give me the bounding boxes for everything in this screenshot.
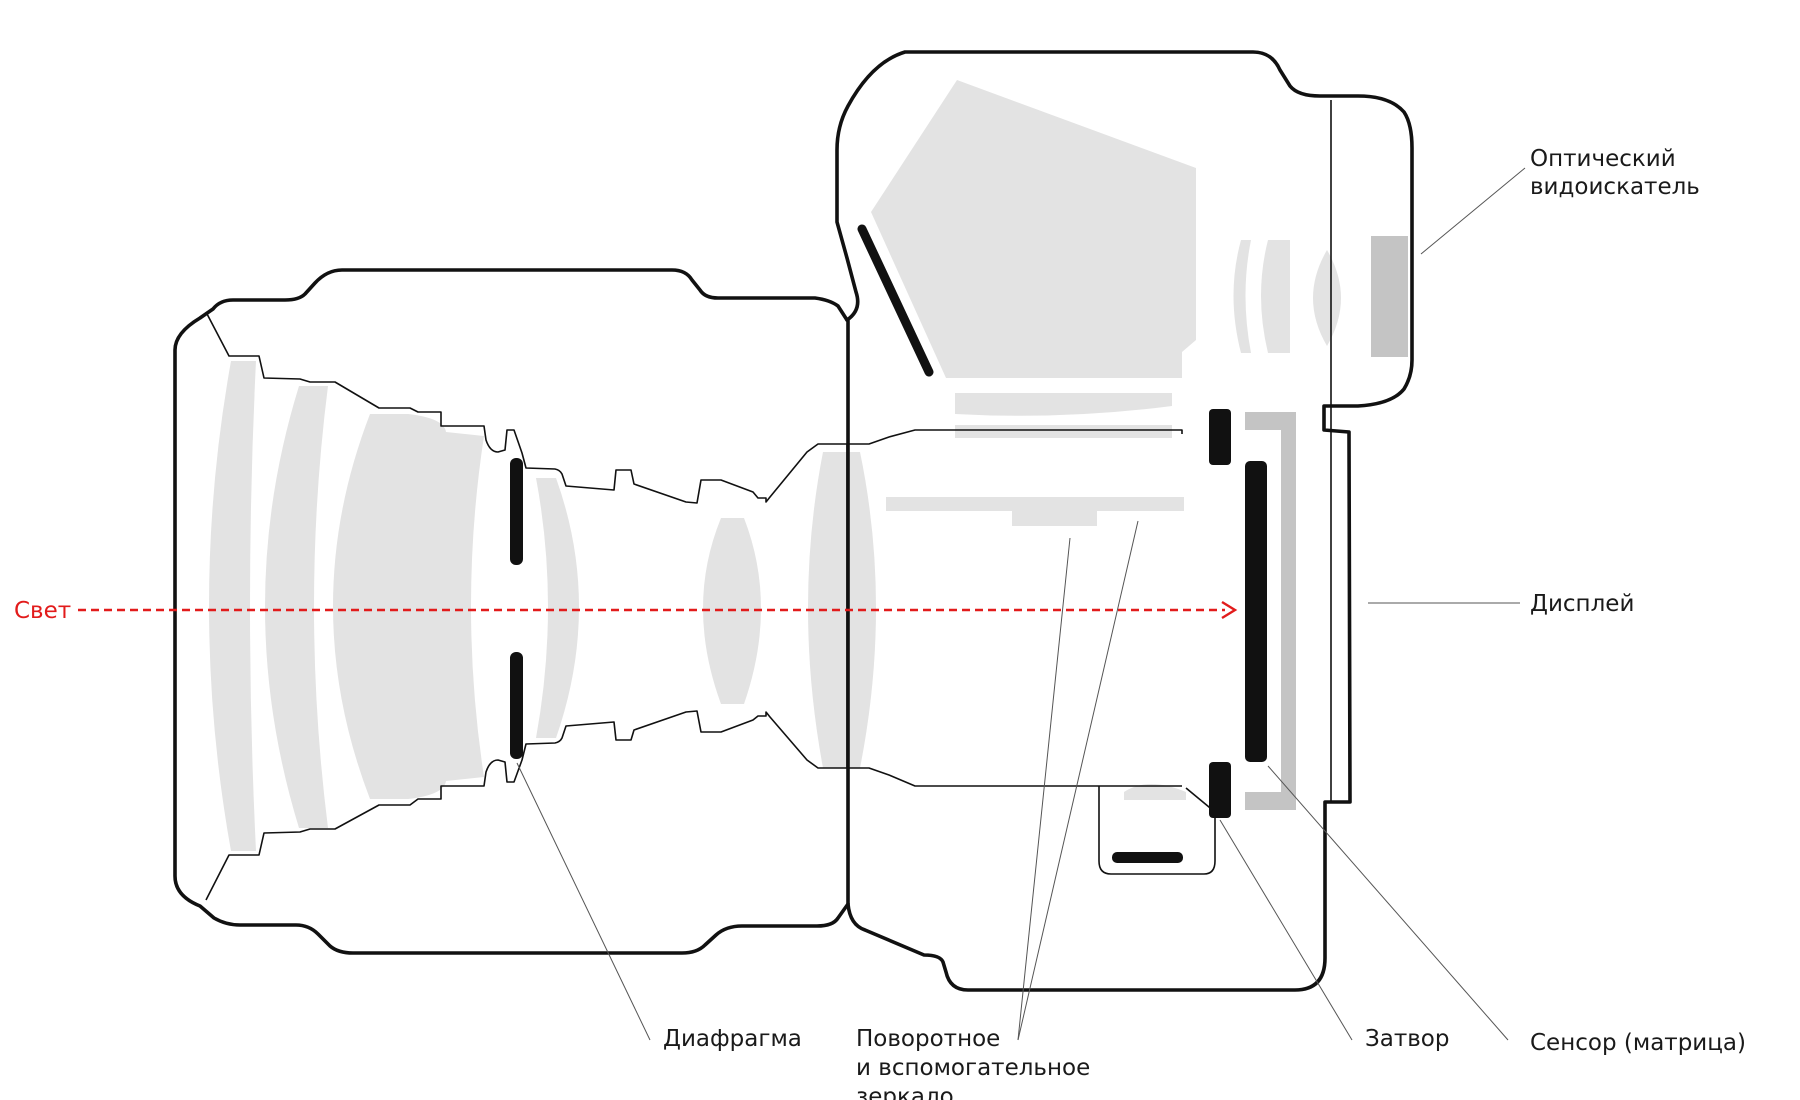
condenser-plate bbox=[955, 425, 1172, 438]
mirror-assembly bbox=[886, 497, 1186, 800]
eyepiece-lens-2 bbox=[1261, 240, 1290, 353]
light-label: Свет bbox=[14, 598, 71, 624]
shutter-leader bbox=[1220, 820, 1352, 1040]
shutter-label: Затвор bbox=[1365, 1026, 1449, 1052]
viewfinder-label-line1: Оптический bbox=[1530, 146, 1676, 172]
aperture-label: Диафрагма bbox=[663, 1026, 802, 1052]
mirror-label-line2: и вспомогательное bbox=[856, 1055, 1090, 1081]
sub-mirror bbox=[1012, 508, 1097, 526]
image-sensor bbox=[1245, 461, 1267, 762]
focusing-screen bbox=[955, 393, 1172, 416]
mirror-leader-2 bbox=[1018, 521, 1138, 1040]
mirror-leader-1 bbox=[1018, 538, 1070, 1040]
mirror-label-line1: Поворотное bbox=[856, 1026, 1000, 1052]
aperture-leader bbox=[517, 763, 650, 1040]
af-sensor-bar bbox=[1112, 852, 1183, 863]
rear-meniscus-element bbox=[536, 478, 579, 738]
lens-glass-group bbox=[209, 361, 876, 851]
aperture-blade-top bbox=[510, 458, 523, 565]
eyepiece-window bbox=[1371, 236, 1408, 357]
sensor-leader bbox=[1268, 766, 1508, 1040]
mirror-label-line3: зеркало bbox=[856, 1084, 954, 1100]
aperture-blade-bottom bbox=[510, 652, 523, 759]
pentaprism bbox=[871, 80, 1196, 378]
shutter-bottom bbox=[1209, 762, 1231, 818]
display-label: Дисплей bbox=[1530, 591, 1634, 617]
viewfinder-label-line2: видоискатель bbox=[1530, 174, 1700, 200]
viewfinder-assembly bbox=[871, 80, 1408, 438]
second-lens-element bbox=[265, 386, 328, 828]
third-lens-group bbox=[333, 414, 484, 799]
viewfinder-leader bbox=[1421, 168, 1525, 254]
eyepiece-lens-3 bbox=[1313, 250, 1341, 346]
front-lens-element bbox=[209, 361, 256, 851]
eyepiece-lens-1 bbox=[1234, 240, 1252, 353]
sensor-label: Сенсор (матрица) bbox=[1530, 1030, 1746, 1056]
light-ray bbox=[78, 602, 1235, 618]
shutter-top bbox=[1209, 409, 1231, 465]
